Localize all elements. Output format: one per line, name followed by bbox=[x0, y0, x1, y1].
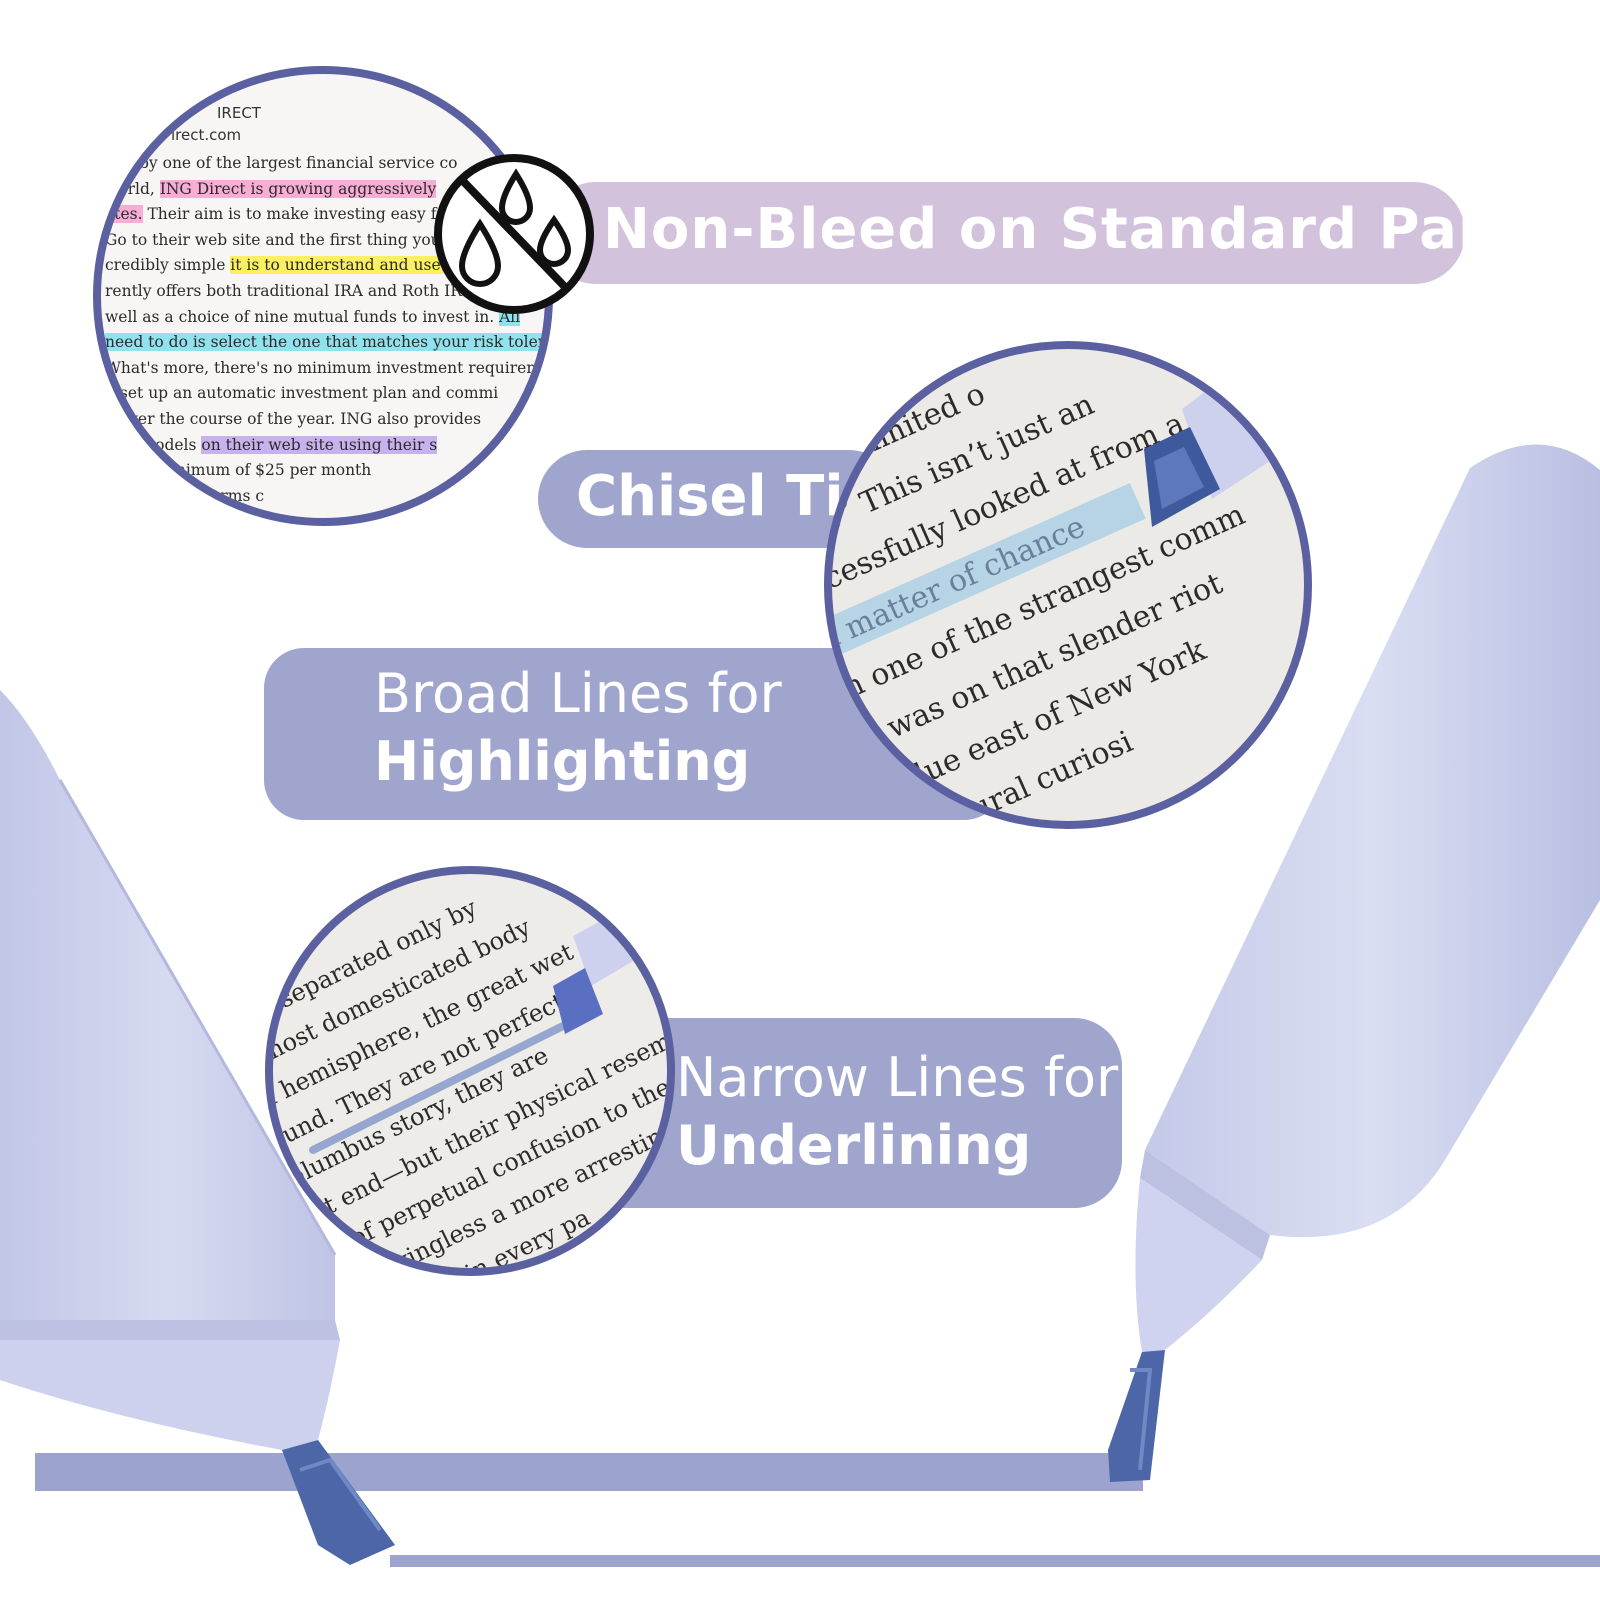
page-text-line: need to do is select the one that matche… bbox=[105, 333, 553, 352]
narrow-ink-line bbox=[390, 1555, 1600, 1567]
page-text: Go to their web site and the first thing… bbox=[105, 230, 450, 249]
highlighted-text: ates. bbox=[105, 205, 143, 224]
page-text-line: models. The forms c bbox=[105, 486, 265, 505]
page-text: well as a choice of nine mutual funds to… bbox=[105, 307, 500, 326]
left-marker-body bbox=[0, 690, 340, 1450]
highlighted-text: models. bbox=[105, 486, 166, 505]
page-text: u set up an automatic investment plan an… bbox=[105, 384, 499, 403]
page1-header: IRECT bbox=[217, 104, 261, 122]
page-text: credibly simple bbox=[105, 256, 231, 275]
highlighting-label: Highlighting bbox=[374, 730, 751, 793]
highlighted-text: it is to understand and use. bbox=[230, 256, 446, 275]
page-text-line: tion models on their web site using thei… bbox=[105, 435, 438, 454]
page-text: What's more, there's no minimum investme… bbox=[105, 358, 537, 377]
page-text: Their aim is to make investing easy fo bbox=[142, 205, 446, 224]
no-water-drops-icon bbox=[434, 154, 594, 314]
sample-page-multicolor: IRECT irect.com ned by one of the larges… bbox=[93, 66, 553, 526]
page-text: over the course of the year. ING also pr… bbox=[114, 410, 482, 428]
non-bleed-label: Non-Bleed on Standard Papers bbox=[603, 197, 1600, 262]
page-text-line: ned by one of the largest financial serv… bbox=[105, 154, 458, 172]
page-text-line: What's more, there's no minimum investme… bbox=[105, 359, 536, 377]
highlighted-text: need to do is select the one that matche… bbox=[105, 333, 553, 352]
right-marker-tip bbox=[1108, 1350, 1165, 1482]
page-text: ned by one of the largest financial serv… bbox=[105, 154, 458, 172]
underlining-label: Underlining bbox=[676, 1114, 1032, 1177]
highlighted-text: ING Direct is growing aggressively bbox=[159, 179, 437, 198]
left-marker-tip bbox=[282, 1440, 395, 1565]
page-text-line: vest a minimum of $25 per month bbox=[105, 461, 371, 479]
highlighted-text: 0 bbox=[105, 410, 115, 428]
page-text: rently offers both traditional IRA and R… bbox=[105, 282, 462, 300]
page-text: tion models bbox=[105, 435, 202, 454]
highlighted-text: on their web site using their s bbox=[201, 435, 438, 454]
page-text-line: credibly simple it is to understand and … bbox=[105, 256, 446, 275]
page-text: The forms c bbox=[165, 486, 265, 505]
narrow-lines-label: Narrow Lines for bbox=[676, 1046, 1119, 1109]
page-text-line: rently offers both traditional IRA and R… bbox=[105, 282, 462, 300]
page1-header-url: irect.com bbox=[171, 126, 242, 144]
page-text-line: 0 over the course of the year. ING also … bbox=[105, 410, 481, 428]
page-text: world, bbox=[105, 179, 160, 198]
page-text-line: Go to their web site and the first thing… bbox=[105, 231, 450, 249]
page-text-line: world, ING Direct is growing aggressivel… bbox=[105, 179, 437, 198]
sample-page-narrow-underline: e city a pairur and separated only bythe… bbox=[265, 866, 675, 1276]
chisel-marker-tip bbox=[1144, 349, 1304, 527]
non-bleed-pill: Non-Bleed on Standard Papers bbox=[545, 182, 1600, 284]
right-marker-body bbox=[1135, 444, 1600, 1352]
underline-stroke bbox=[309, 914, 645, 1154]
broad-lines-label: Broad Lines for bbox=[374, 662, 782, 725]
page-text: vest a minimum of $25 per month bbox=[105, 461, 372, 480]
broad-ink-line bbox=[35, 1453, 1143, 1491]
page-text-line: ates. Their aim is to make investing eas… bbox=[105, 205, 446, 224]
page-text-line: u set up an automatic investment plan an… bbox=[105, 384, 498, 402]
